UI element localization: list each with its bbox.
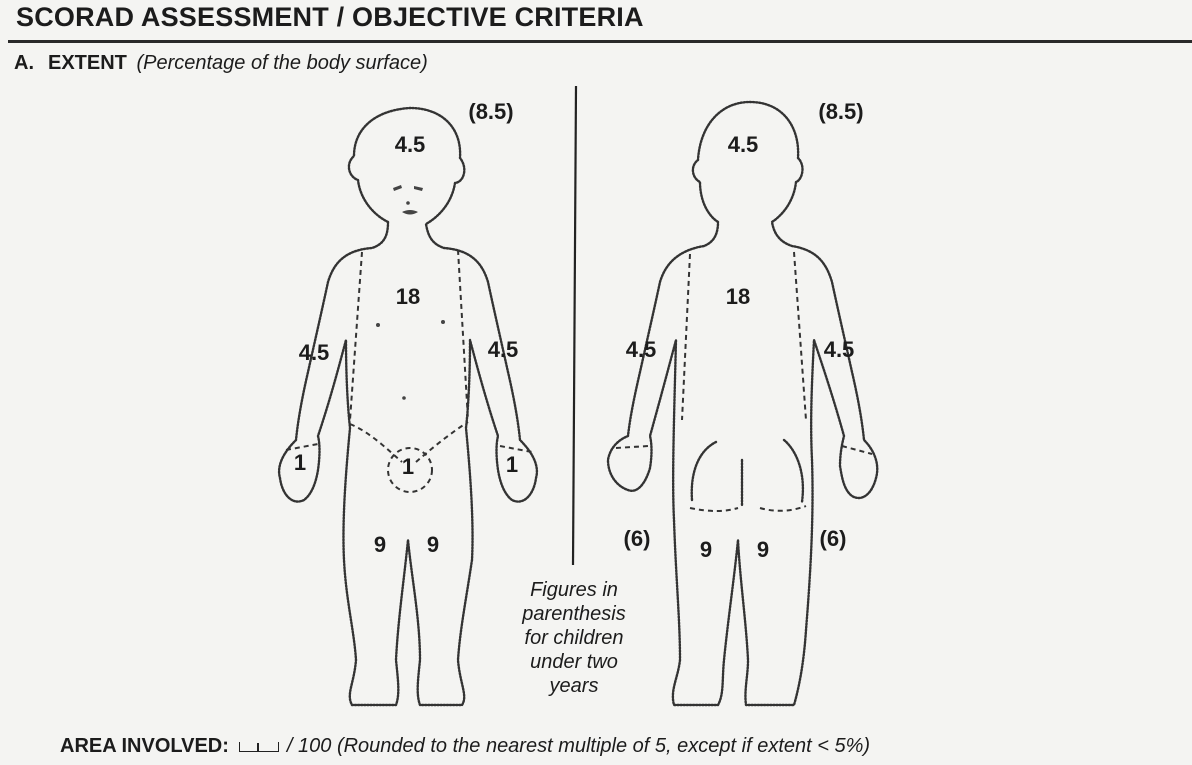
front-mouth: [402, 210, 418, 215]
front-nose: [406, 201, 410, 205]
divider-line: [573, 86, 576, 565]
front-nipple-left: [441, 320, 445, 324]
back-leg-left-child-value: (6): [624, 526, 651, 552]
back-leg-right-value: 9: [757, 537, 769, 563]
front-hand-right-value: 1: [294, 450, 306, 476]
front-figure: [279, 108, 537, 705]
front-trunk-value: 18: [396, 284, 420, 310]
back-leg-right-child-value: (6): [820, 526, 847, 552]
back-wrist-lines: [616, 446, 872, 454]
front-shoulder-line-left: [458, 250, 468, 420]
back-trunk-value: 18: [726, 284, 750, 310]
front-shoulder-line-right: [350, 252, 362, 420]
front-head-child-value: (8.5): [468, 99, 513, 125]
front-eyes: [393, 185, 423, 191]
back-arm-left-value: 4.5: [626, 337, 657, 363]
front-arm-left-value: 4.5: [488, 337, 519, 363]
back-shoulder-line-right: [794, 252, 806, 420]
area-involved-row: AREA INVOLVED: / 100 (Rounded to the near…: [60, 735, 870, 758]
area-involved-suffix: / 100 (Rounded to the nearest multiple o…: [287, 735, 870, 757]
back-buttock-line: [690, 506, 806, 511]
front-leg-left-value: 9: [427, 532, 439, 558]
front-leg-right-value: 9: [374, 532, 386, 558]
front-genital-value: 1: [402, 454, 414, 480]
area-involved-label: AREA INVOLVED:: [60, 735, 229, 757]
front-nipple-right: [376, 323, 380, 327]
back-leg-left-value: 9: [700, 537, 712, 563]
front-body-outline: [279, 108, 537, 705]
front-hand-left-value: 1: [506, 452, 518, 478]
back-figure: [608, 102, 877, 705]
back-head-value: 4.5: [728, 132, 759, 158]
front-navel: [402, 396, 406, 400]
front-head-value: 4.5: [395, 132, 426, 158]
area-input-box[interactable]: [239, 742, 279, 752]
back-body-outline: [608, 102, 877, 705]
back-buttocks: [692, 440, 803, 506]
back-shoulder-line-left: [682, 254, 690, 420]
back-arm-right-value: 4.5: [824, 337, 855, 363]
back-head-child-value: (8.5): [818, 99, 863, 125]
front-arm-right-value: 4.5: [299, 340, 330, 366]
children-note: Figures in parenthesis for children unde…: [508, 578, 640, 698]
